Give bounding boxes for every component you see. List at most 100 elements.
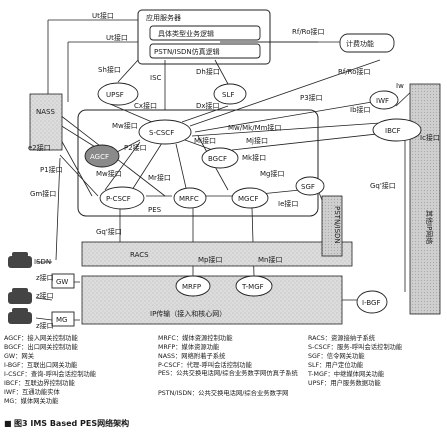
legend-item: IBCF：互联边界控制功能	[4, 378, 75, 387]
legend-item: NASS：网络附着子系统	[158, 351, 226, 360]
i-bgf-node	[356, 290, 388, 314]
racs-bar	[81, 241, 353, 267]
slf-label: SLF	[222, 91, 234, 99]
legend-item: I-BGF：互联出口网关功能	[4, 360, 78, 369]
interface-label: Mg接口	[260, 169, 284, 178]
interface-label: ISDN	[34, 258, 51, 266]
transport-bar	[81, 275, 343, 325]
interface-label: Iw	[396, 82, 404, 90]
legend: AGCF：接入网关控制功能 BGCF：出口网关控制功能 GW：网关 I-BGF：…	[4, 333, 403, 405]
interface-label: Mn接口	[258, 255, 282, 264]
t-mgf-node	[235, 275, 273, 297]
legend-item: MRFP：媒体资源功能	[158, 342, 220, 351]
interface-label: Rf/Ro接口	[338, 67, 371, 76]
legend-item: SGF：信令网关功能	[308, 351, 365, 360]
app-logic-label: 具体类型业务逻辑	[158, 29, 214, 38]
app-logic-box	[149, 25, 261, 41]
mg-label: MG	[56, 316, 67, 324]
mg-box	[51, 311, 75, 327]
upsf-node	[97, 82, 139, 106]
pstn-logic-box	[149, 43, 261, 59]
interface-label: z接口	[36, 321, 54, 330]
ibcf-label: IBCF	[385, 127, 401, 135]
legend-item: MG：媒体网关功能	[4, 396, 59, 405]
upsf-label: UPSF	[106, 91, 124, 99]
gw-box	[51, 273, 75, 289]
interface-label: Dh接口	[196, 67, 220, 76]
legend-item: PES：公共交换电话网/综合业务数字网仿真子系统	[158, 370, 298, 377]
charging-box	[339, 33, 395, 53]
psin-label: PSTN/ISDN	[333, 206, 341, 244]
interface-label: Ie接口	[278, 199, 298, 208]
slf-node	[213, 83, 247, 105]
interface-label: z接口	[36, 273, 54, 282]
transport-label: IP传输（接入和核心网）	[150, 309, 226, 318]
phone-icon	[8, 252, 32, 268]
interface-label: Rf/Ro接口	[292, 27, 325, 36]
nass-box	[29, 93, 63, 151]
p-cscf-node	[99, 186, 145, 210]
bgcf-node	[201, 147, 239, 169]
interface-label: Gq'接口	[370, 181, 396, 190]
t-mgf-label: T-MGF	[241, 283, 264, 291]
mgcf-node	[231, 187, 269, 209]
phone-icon	[8, 308, 32, 324]
p-cscf-label: P-CSCF	[106, 195, 131, 203]
interface-label: Mk接口	[242, 153, 266, 162]
legend-item: MRFC：媒体资源控制功能	[158, 333, 233, 342]
interface-label: Mj接口	[246, 136, 268, 145]
interface-label: Ut接口	[92, 11, 114, 20]
interface-label: z接口	[36, 291, 54, 300]
app-server-container	[137, 9, 271, 65]
interface-label: Mi接口	[194, 136, 216, 145]
mgcf-label: MGCF	[238, 195, 258, 203]
gw-label: GW	[56, 278, 68, 286]
app-server-label: 应用服务器	[146, 13, 181, 22]
mrfp-label: MRFP	[182, 283, 201, 291]
sgf-node	[295, 176, 325, 196]
interface-label: Mw接口	[112, 121, 138, 130]
pes-container	[77, 109, 319, 217]
legend-item: S-CSCF：服务-呼叫会话控制功能	[308, 342, 403, 351]
interface-label: Ic接口	[420, 133, 440, 142]
interface-label: Ib接口	[350, 105, 371, 114]
legend-item: P-CSCF：代理-呼叫会话控制功能	[158, 360, 253, 369]
mrfc-label: MRFC	[179, 195, 199, 203]
interface-label: Dx接口	[196, 101, 220, 110]
racs-label: RACS	[130, 251, 149, 259]
other-net-label: 其他IP网络	[425, 210, 434, 244]
iwf-node	[369, 90, 399, 110]
agcf-label: AGCF	[90, 153, 109, 161]
s-cscf-label: S-CSCF	[149, 129, 174, 137]
pes-label: PES	[148, 206, 162, 214]
interface-label: P2接口	[124, 143, 147, 152]
interface-label: Mw接口	[96, 169, 122, 178]
legend-item: AGCF：接入网关控制功能	[4, 333, 78, 342]
sgf-label: SGF	[301, 183, 315, 191]
legend-item: RACS：资源接纳子系统	[308, 333, 376, 342]
interface-label: Gm接口	[30, 189, 56, 198]
psin-box	[321, 195, 343, 257]
interface-label: Cx接口	[134, 101, 157, 110]
i-bgf-label: I-BGF	[362, 299, 380, 307]
iwf-label: IWF	[376, 97, 389, 105]
connection-lines	[35, 19, 416, 321]
interface-label: Mp接口	[198, 255, 222, 264]
other-net-box	[409, 83, 441, 315]
interface-label: Mw/Mk/Mm接口	[228, 123, 281, 132]
bgcf-label: BGCF	[208, 155, 227, 163]
legend-item: IWF：互通功能实体	[4, 387, 60, 396]
interface-label: P1接口	[40, 165, 63, 174]
legend-item: GW：网关	[4, 351, 35, 360]
interface-label: e2接口	[28, 143, 51, 152]
figure-caption: 图3 IMS Based PES网络架构	[14, 418, 129, 428]
charging-label: 计费功能	[346, 39, 374, 48]
legend-item: PSTN/ISDN：公共交换电话网/综合业务数字网	[158, 390, 289, 397]
legend-item: SLF：用户定位功能	[308, 360, 364, 369]
interface-label: ISC	[150, 74, 162, 82]
legend-item: UPSF：用户服务数据功能	[308, 378, 381, 387]
phone-icon	[8, 288, 32, 304]
interface-label: Sh接口	[98, 65, 121, 74]
interface-label: Mr接口	[148, 173, 171, 182]
